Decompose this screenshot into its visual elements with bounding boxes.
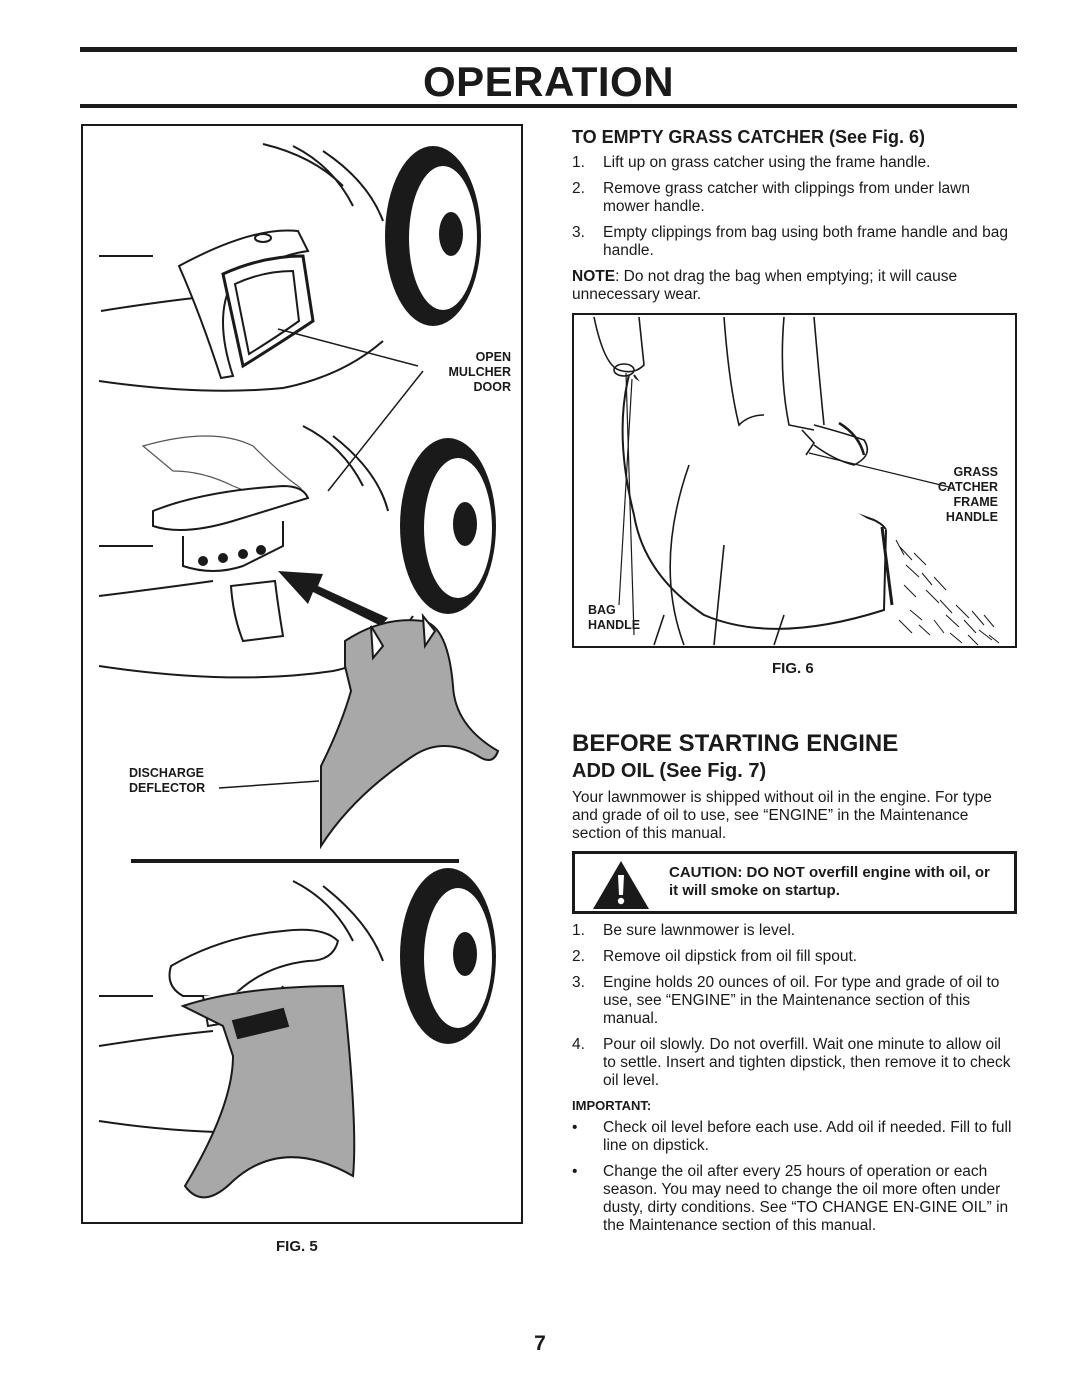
wheel-1: [385, 146, 481, 326]
important-label: IMPORTANT:: [572, 1098, 652, 1113]
page-title: OPERATION: [422, 58, 675, 105]
list-item: •Change the oil after every 25 hours of …: [572, 1163, 1009, 1234]
list-item: 2.Remove grass catcher with clippings fr…: [572, 180, 970, 215]
note-label: NOTE: [572, 268, 616, 285]
list-item: 4.Pour oil slowly. Do not overfill. Wait…: [572, 1036, 1011, 1089]
section-before-starting-engine: BEFORE STARTING ENGINE ADD OIL (See Fig.…: [572, 730, 1017, 843]
figure-6-caption: FIG. 6: [772, 660, 814, 677]
caution-box: CAUTION: DO NOT overfill engine with oil…: [572, 851, 1017, 914]
note-paragraph: NOTE: Do not drag the bag when emptying;…: [572, 268, 1017, 304]
callout-grass-catcher-frame-handle: GRASS CATCHER FRAME HANDLE: [937, 465, 998, 524]
add-oil-steps: 1.Be sure lawnmower is level. 2.Remove o…: [572, 922, 1017, 1090]
callout-bag-handle: BAG HANDLE: [588, 603, 641, 632]
header-rule: [80, 47, 1017, 52]
direction-arrow: [278, 571, 388, 626]
list-item: •Check oil level before each use. Add oi…: [572, 1119, 1012, 1154]
add-oil-intro: Your lawnmower is shipped without oil in…: [572, 789, 992, 842]
list-item: 1.Be sure lawnmower is level.: [572, 922, 796, 939]
title-underline-rule: [80, 104, 1017, 108]
list-item: 3.Empty clippings from bag using both fr…: [572, 224, 1008, 259]
warning-triangle-icon: [593, 861, 649, 909]
figure-5: OPEN MULCHER DOOR DISCHARGE DEFLECTOR: [81, 124, 523, 1224]
list-item: 1.Lift up on grass catcher using the fra…: [572, 154, 931, 171]
section-heading-empty-catcher: TO EMPTY GRASS CATCHER (See Fig. 6): [572, 127, 926, 147]
discharge-deflector-part: [320, 612, 500, 850]
panel-mulcher-door: [98, 143, 384, 392]
list-item: 3.Engine holds 20 ounces of oil. For typ…: [572, 974, 1000, 1027]
important-bullets: •Check oil level before each use. Add oi…: [572, 1119, 1017, 1235]
wheel-3: [400, 868, 496, 1044]
note-text: : Do not drag the bag when emptying; it …: [572, 268, 958, 303]
panel-hand-lifting: [98, 425, 414, 679]
figure-5-caption: FIG. 5: [276, 1238, 318, 1255]
panel-deflector-installed: [98, 880, 384, 1199]
section-empty-grass-catcher: TO EMPTY GRASS CATCHER (See Fig. 6) 1.Li…: [572, 127, 1017, 304]
wheel-2: [400, 438, 496, 614]
grass-catcher-emptying-illustration: [593, 316, 1000, 646]
grass-clippings: [895, 539, 1000, 646]
subheading-add-oil: ADD OIL (See Fig. 7): [572, 760, 767, 782]
mower-mulcher-illustration: [98, 143, 500, 1199]
figure-6: GRASS CATCHER FRAME HANDLE BAG HANDLE: [572, 313, 1017, 648]
page-number: 7: [534, 1332, 546, 1355]
empty-catcher-steps: 1.Lift up on grass catcher using the fra…: [572, 154, 1017, 260]
add-oil-procedure: 1.Be sure lawnmower is level. 2.Remove o…: [572, 922, 1017, 1243]
callout-discharge-deflector: DISCHARGE DEFLECTOR: [129, 766, 206, 795]
section-heading-before-starting: BEFORE STARTING ENGINE: [572, 730, 899, 757]
list-item: 2.Remove oil dipstick from oil fill spou…: [572, 948, 858, 965]
callout-open-mulcher-door: OPEN MULCHER DOOR: [448, 350, 512, 394]
caution-text: CAUTION: DO NOT overfill engine with oil…: [669, 864, 990, 899]
